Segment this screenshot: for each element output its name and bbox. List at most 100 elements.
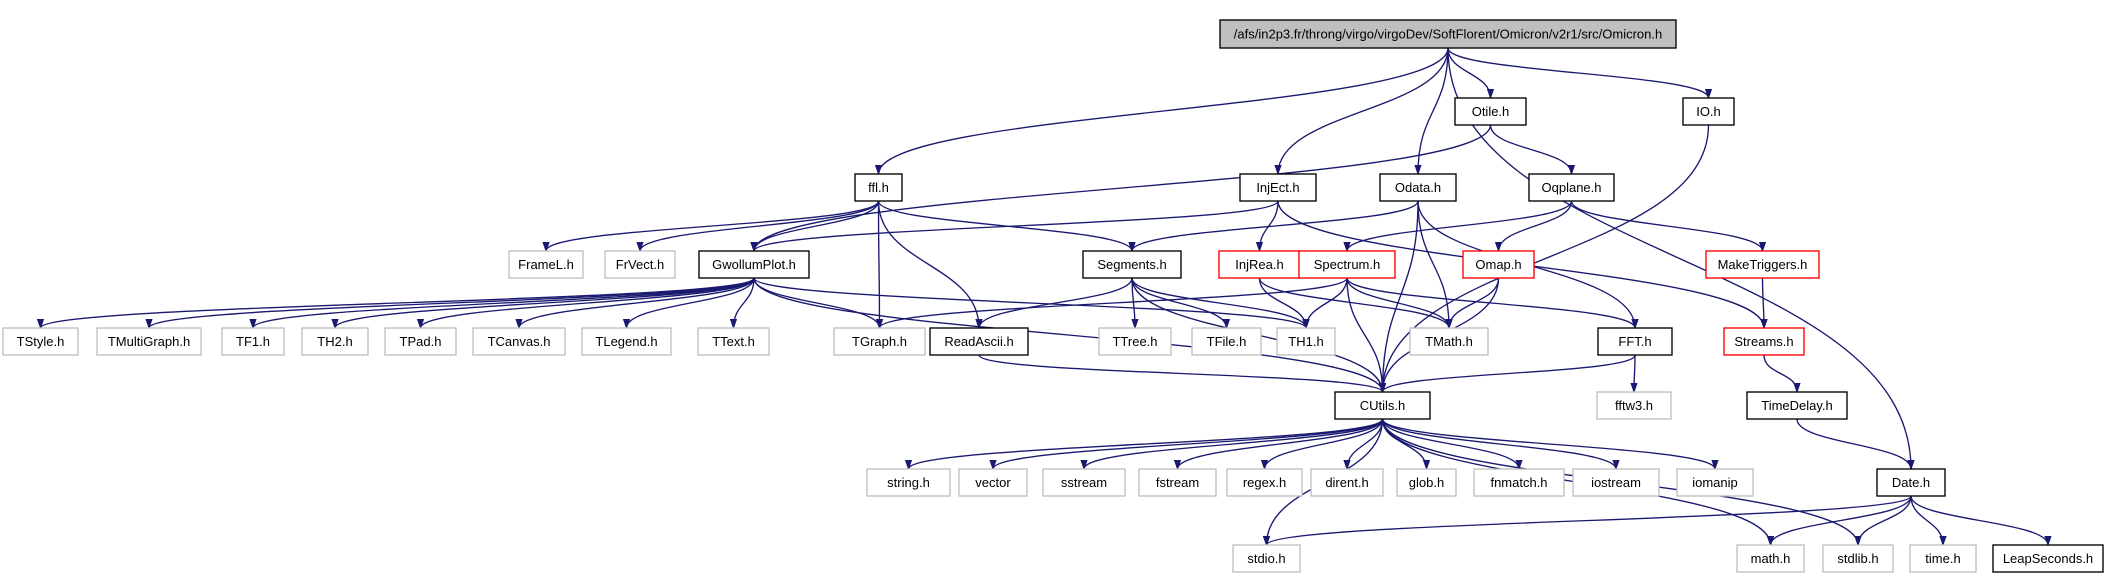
- node-box: [1462, 250, 1535, 279]
- node-label: Segments.h: [1097, 257, 1166, 272]
- node-label: Otile.h: [1472, 104, 1510, 119]
- node-box: [301, 327, 369, 356]
- edge-gwollum-to-th1: [753, 277, 1306, 329]
- node-label: InjRea.h: [1235, 257, 1283, 272]
- node-segments-h[interactable]: Segments.h: [1082, 250, 1182, 279]
- node-label: Date.h: [1892, 475, 1930, 490]
- node-label: TimeDelay.h: [1761, 398, 1833, 413]
- node-vector: vector: [958, 468, 1028, 497]
- node-box: [1473, 468, 1565, 497]
- node-fft-h[interactable]: FFT.h: [1597, 327, 1673, 356]
- edge-gwollum-to-tmultigraph: [149, 277, 755, 329]
- edge-date-to-math: [1771, 495, 1912, 546]
- edge-oqplane-to-spectrum: [1347, 200, 1573, 252]
- edge-omicron-to-io: [1447, 47, 1709, 99]
- node-afs-in2p3-fr-throng-virgo-virgodev-softflorent-omicron-v2r1-src-omicron-h[interactable]: /afs/in2p3.fr/throng/virgo/virgoDev/Soft…: [1219, 19, 1677, 49]
- edge-segments-to-th1: [1131, 277, 1306, 329]
- edge-oqplane-to-maketrig: [1570, 200, 1763, 252]
- node-label: TMath.h: [1425, 334, 1473, 349]
- nodes-layer: /afs/in2p3.fr/throng/virgo/virgoDev/Soft…: [2, 19, 2104, 573]
- node-box: [854, 173, 903, 202]
- node-label: TH1.h: [1288, 334, 1323, 349]
- edge-cutils-to-glob: [1381, 418, 1427, 470]
- node-box: [1454, 97, 1527, 126]
- node-label: /afs/in2p3.fr/throng/virgo/virgoDev/Soft…: [1234, 27, 1662, 42]
- node-box: [221, 327, 285, 356]
- node-glob-h: glob.h: [1396, 468, 1457, 497]
- edge-omicron-to-date: [1447, 47, 1911, 469]
- node-maketriggers-h[interactable]: MakeTriggers.h: [1705, 250, 1820, 279]
- edge-cutils-to-stringh: [909, 418, 1384, 470]
- node-label: glob.h: [1409, 475, 1444, 490]
- node-oqplane-h[interactable]: Oqplane.h: [1528, 173, 1615, 202]
- node-box: [508, 250, 584, 279]
- node-label: FrVect.h: [616, 257, 664, 272]
- node-tcanvas-h: TCanvas.h: [472, 327, 566, 356]
- edge-odata-to-segments: [1132, 200, 1419, 252]
- edge-timedelay-to-date: [1796, 418, 1911, 470]
- node-leapseconds-h[interactable]: LeapSeconds.h: [1992, 544, 2104, 573]
- edge-gwollum-to-tstyle: [41, 277, 755, 329]
- node-otile-h[interactable]: Otile.h: [1454, 97, 1527, 126]
- node-io-h[interactable]: IO.h: [1682, 97, 1735, 126]
- node-sstream: sstream: [1042, 468, 1126, 497]
- node-box: [472, 327, 566, 356]
- edge-readascii-to-cutils: [978, 354, 1383, 393]
- edge-segments-to-ttree: [1132, 277, 1135, 328]
- node-odata-h[interactable]: Odata.h: [1379, 173, 1457, 202]
- node-date-h[interactable]: Date.h: [1876, 468, 1946, 497]
- node-tmath-h: TMath.h: [1409, 327, 1489, 356]
- node-stdlib-h: stdlib.h: [1822, 544, 1894, 573]
- edge-cutils-to-vector: [993, 418, 1384, 470]
- node-box: [581, 327, 672, 356]
- node-inject-h[interactable]: InjEct.h: [1239, 173, 1317, 202]
- node-label: fftw3.h: [1615, 398, 1653, 413]
- node-box: [1138, 468, 1217, 497]
- node-label: MakeTriggers.h: [1718, 257, 1808, 272]
- node-box: [929, 327, 1029, 356]
- node-label: LeapSeconds.h: [2003, 551, 2093, 566]
- node-label: fstream: [1156, 475, 1199, 490]
- node-tfile-h: TFile.h: [1191, 327, 1262, 356]
- node-math-h: math.h: [1736, 544, 1805, 573]
- node-iostream: iostream: [1572, 468, 1660, 497]
- node-gwollumplot-h[interactable]: GwollumPlot.h: [698, 250, 810, 279]
- node-omap-h[interactable]: Omap.h: [1462, 250, 1535, 279]
- node-injrea-h[interactable]: InjRea.h: [1218, 250, 1301, 279]
- edge-cutils-to-iostream: [1381, 418, 1617, 470]
- edge-omicron-to-inject: [1278, 47, 1449, 174]
- node-label: Odata.h: [1395, 180, 1441, 195]
- node-label: TText.h: [712, 334, 755, 349]
- node-spectrum-h[interactable]: Spectrum.h: [1298, 250, 1396, 279]
- node-ffl-h[interactable]: ffl.h: [854, 173, 903, 202]
- node-tf1-h: TF1.h: [221, 327, 285, 356]
- node-label: iomanip: [1692, 475, 1738, 490]
- edge-gwollum-to-tcanvas: [519, 277, 755, 329]
- node-label: GwollumPlot.h: [712, 257, 796, 272]
- edge-otile-to-gwollum: [754, 124, 1492, 252]
- node-ttree-h: TTree.h: [1098, 327, 1172, 356]
- node-cutils-h[interactable]: CUtils.h: [1334, 391, 1431, 420]
- node-label: ffl.h: [868, 180, 889, 195]
- edge-maketrig-to-streams: [1763, 277, 1765, 328]
- node-th1-h: TH1.h: [1276, 327, 1336, 356]
- edge-cutils-to-fnmatch: [1381, 418, 1520, 470]
- node-label: IO.h: [1696, 104, 1721, 119]
- node-label: vector: [975, 475, 1011, 490]
- node-label: Spectrum.h: [1314, 257, 1380, 272]
- node-timedelay-h[interactable]: TimeDelay.h: [1746, 391, 1848, 420]
- node-streams-h[interactable]: Streams.h: [1723, 327, 1805, 356]
- node-box: [1572, 468, 1660, 497]
- node-box: [1334, 391, 1431, 420]
- node-tpad-h: TPad.h: [384, 327, 457, 356]
- node-readascii-h[interactable]: ReadAscii.h: [929, 327, 1029, 356]
- node-label: Streams.h: [1734, 334, 1793, 349]
- edge-streams-to-timedelay: [1763, 354, 1797, 393]
- edge-ffl-to-frvect: [640, 200, 880, 252]
- edge-gwollum-to-th2: [335, 277, 755, 329]
- node-th2-h: TH2.h: [301, 327, 369, 356]
- node-label: TH2.h: [317, 334, 352, 349]
- node-box: [1746, 391, 1848, 420]
- edge-omap-to-tmath: [1449, 277, 1500, 329]
